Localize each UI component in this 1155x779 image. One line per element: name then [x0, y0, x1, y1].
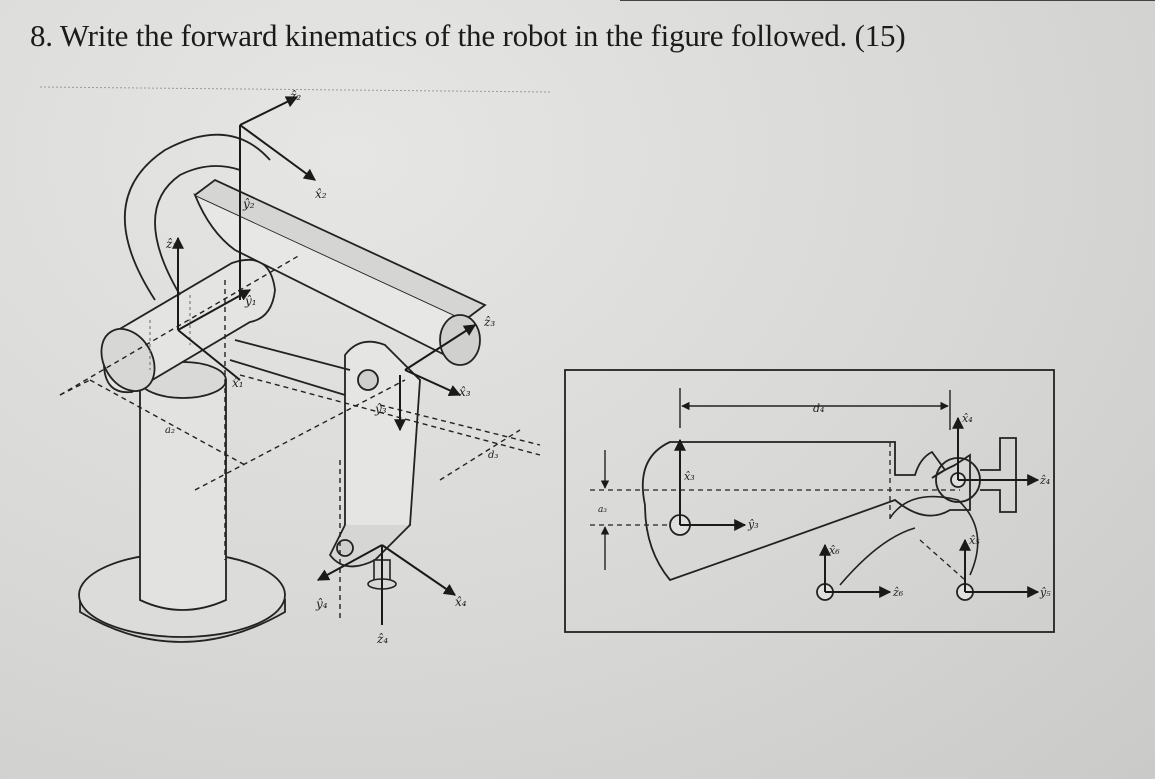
- label-y2: ŷ₂: [242, 197, 255, 211]
- question-heading: 8. Write the forward kinematics of the r…: [30, 18, 906, 54]
- schematic-label-z6: ẑ₆: [892, 586, 904, 599]
- lower-link: [229, 339, 351, 396]
- schematic-label-d4: d₄: [813, 402, 824, 415]
- wrist-arc-4: [839, 527, 916, 586]
- schematic-label-y5: ŷ₅: [1039, 586, 1051, 599]
- wrist-schematic-figure: d₄ a₃ x̂₃ ŷ₃ x̂₄ ẑ₄ x̂₆ ẑ₆ x̂: [564, 369, 1055, 633]
- schematic-label-z4: ẑ₄: [1039, 474, 1050, 487]
- label-z3: ẑ₃: [483, 315, 495, 329]
- curved-cable-inner: [154, 165, 241, 296]
- schematic-label-x6: x̂₆: [829, 544, 840, 557]
- label-d3: d₃: [488, 450, 498, 461]
- label-x2: x̂₂: [315, 187, 327, 201]
- label-y4: ŷ₄: [315, 597, 328, 611]
- dashed-axis-lines: [59, 254, 541, 620]
- question-text: Write the forward kinematics of the robo…: [59, 18, 848, 53]
- schematic-label-x3: x̂₃: [684, 470, 695, 483]
- label-a2: a₂: [165, 425, 175, 436]
- schematic-border: [564, 369, 1055, 633]
- robot-isometric-figure: ẑ₂ x̂₂ ŷ₂ ẑ₁ ŷ₁ x̂₁ a₂ ẑ₃ x̂₃ ŷ₃ d₃ ŷ₄ x…: [39, 86, 551, 646]
- upper-arm: [193, 178, 487, 366]
- label-x3: x̂₃: [459, 385, 471, 399]
- schematic-label-x5: x̂₅: [969, 534, 980, 547]
- heading-underline: [39, 86, 551, 93]
- frame-axes: [172, 96, 477, 625]
- label-x4: x̂₄: [455, 595, 467, 609]
- wrist-arc-5: [889, 495, 979, 576]
- dimension-d4: [679, 388, 951, 430]
- forearm-link-outline: [641, 441, 971, 582]
- top-rule-line: [620, 0, 1155, 1]
- schematic-label-y3: ŷ₃: [747, 518, 759, 531]
- label-z4: ẑ₄: [376, 632, 388, 646]
- label-z2-top: ẑ₂: [289, 89, 301, 103]
- schematic-axes: [674, 416, 1040, 598]
- schematic-label-x4: x̂₄: [962, 412, 973, 425]
- schematic-label-a3: a₃: [598, 505, 607, 515]
- label-z1: ẑ₁: [165, 237, 177, 251]
- question-number: 8.: [30, 18, 53, 53]
- schematic-centerlines: [590, 442, 966, 581]
- label-x1: x̂₁: [232, 376, 244, 390]
- forearm: [328, 340, 421, 568]
- label-y1: ŷ₁: [244, 294, 257, 308]
- wrist-flange-right: [980, 437, 1017, 513]
- label-y3: ŷ₃: [374, 402, 387, 416]
- column: [139, 361, 227, 611]
- question-points: (15): [854, 18, 906, 53]
